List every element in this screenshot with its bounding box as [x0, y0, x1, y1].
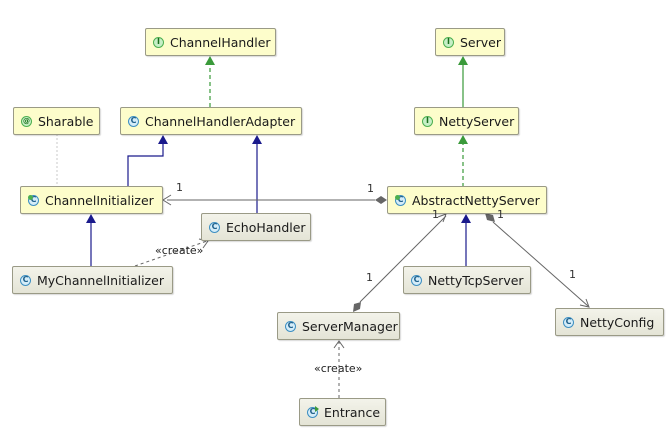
generalization-initializer-adapter — [127, 143, 164, 186]
class-name: ServerManager — [302, 318, 398, 334]
create-stereotype-label: «create» — [155, 244, 204, 257]
generalization-arrowhead — [461, 214, 471, 223]
composition-diamond — [485, 213, 495, 222]
interface-icon: I — [443, 36, 454, 48]
class-box-netty-tcp-server[interactable]: C NettyTcpServer — [403, 266, 531, 294]
create-dependency-echo — [134, 240, 208, 267]
association-arrowhead — [162, 194, 172, 206]
realization-arrowhead — [205, 56, 215, 65]
multiplicity-label: 1 — [569, 268, 576, 281]
class-icon: C — [411, 274, 422, 286]
composition-abstract-config — [492, 221, 589, 307]
interface-icon: I — [153, 36, 164, 48]
realization-arrowhead — [458, 135, 468, 144]
multiplicity-label: 1 — [497, 208, 504, 221]
create-stereotype-label: «create» — [314, 362, 363, 375]
class-box-netty-config[interactable]: C NettyConfig — [555, 308, 664, 336]
class-box-sharable[interactable]: @ Sharable — [13, 107, 100, 135]
class-name: NettyConfig — [580, 314, 655, 330]
interface-icon: I — [422, 115, 433, 127]
class-icon: C — [209, 221, 220, 233]
association-arrowhead — [437, 213, 447, 223]
multiplicity-label: 1 — [176, 181, 183, 194]
multiplicity-label: 1 — [367, 182, 374, 195]
class-box-entrance[interactable]: C Entrance — [299, 398, 386, 426]
class-icon: C — [20, 274, 31, 286]
class-name: NettyTcpServer — [428, 272, 524, 288]
class-box-abstract-netty-server[interactable]: C AbstractNettyServer — [387, 186, 547, 214]
generalization-arrowhead — [252, 135, 262, 144]
class-icon: C — [128, 115, 139, 127]
dependency-arrowhead — [333, 340, 345, 349]
class-box-server[interactable]: I Server — [435, 28, 505, 56]
executable-class-icon: C — [307, 405, 319, 418]
class-name: Sharable — [38, 113, 94, 129]
class-box-my-channel-initializer[interactable]: C MyChannelInitializer — [12, 266, 173, 294]
class-name: NettyServer — [439, 113, 515, 129]
class-box-echo-handler[interactable]: C EchoHandler — [201, 213, 311, 241]
class-box-netty-server[interactable]: I NettyServer — [414, 107, 519, 135]
multiplicity-label: 1 — [366, 271, 373, 284]
class-name: ChannelInitializer — [45, 192, 154, 208]
class-box-channel-handler-adapter[interactable]: C ChannelHandlerAdapter — [120, 107, 302, 135]
class-name: MyChannelInitializer — [37, 272, 164, 288]
class-name: EchoHandler — [226, 219, 306, 235]
class-name: ChannelHandlerAdapter — [145, 113, 296, 129]
class-icon: C — [563, 316, 574, 328]
generalization-arrowhead — [458, 56, 468, 65]
association-arrowhead — [579, 298, 590, 308]
abstract-class-icon: C — [395, 194, 406, 206]
class-box-server-manager[interactable]: C ServerManager — [277, 312, 400, 340]
multiplicity-label: 1 — [432, 208, 439, 221]
class-name: ChannelHandler — [170, 34, 271, 50]
abstract-class-icon: C — [28, 194, 39, 206]
composition-manager-abstract — [359, 215, 447, 303]
generalization-arrowhead — [158, 135, 168, 144]
annotation-icon: @ — [21, 115, 32, 127]
generalization-arrowhead — [86, 214, 96, 223]
class-name: AbstractNettyServer — [412, 192, 540, 208]
class-name: Server — [460, 34, 501, 50]
class-icon: C — [285, 320, 296, 332]
composition-diamond — [353, 302, 361, 312]
class-box-channel-initializer[interactable]: C ChannelInitializer — [20, 186, 163, 214]
class-name: Entrance — [324, 404, 381, 420]
class-box-channel-handler[interactable]: I ChannelHandler — [145, 28, 276, 56]
composition-diamond — [375, 196, 387, 204]
